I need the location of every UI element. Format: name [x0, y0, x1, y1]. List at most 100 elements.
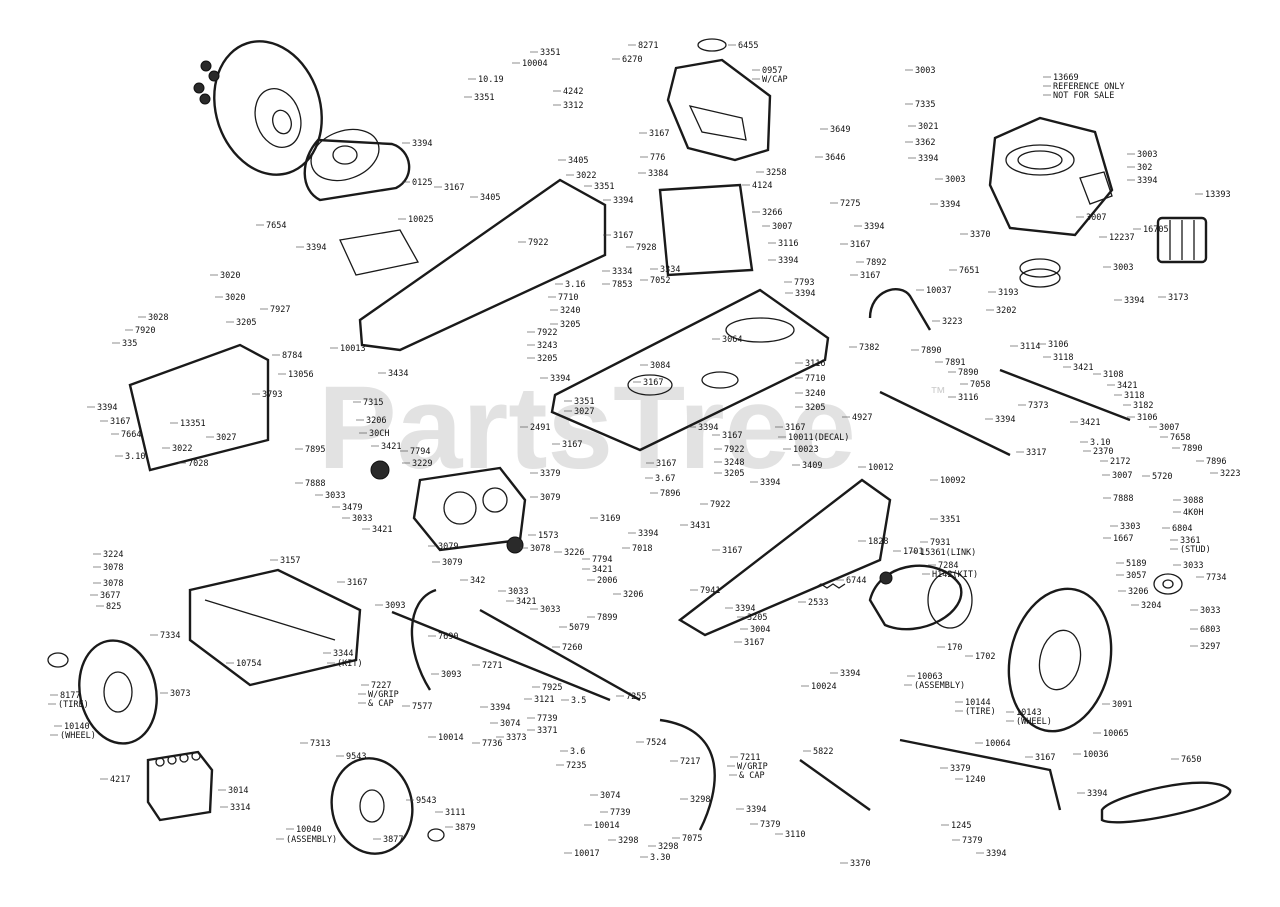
part-number-label: 5822	[813, 747, 833, 757]
part-number-label: 13393	[1205, 190, 1231, 200]
part-number-label: 7920	[135, 326, 155, 336]
part-number-label: 3405	[568, 156, 588, 166]
part-number-label: 3206	[366, 416, 386, 426]
part-number-label: 3167	[860, 271, 880, 281]
part-number-label: 3394	[1124, 296, 1144, 306]
part-number-label: 3205	[747, 613, 767, 623]
part-number-label: 7710	[805, 374, 825, 384]
part-number-label: 2370	[1093, 447, 1113, 457]
part-number-label: 7664	[121, 430, 141, 440]
part-number-label: 7890	[1182, 444, 1202, 454]
part-number-label: 3079	[442, 558, 462, 568]
part-number-label: 3243	[537, 341, 557, 351]
part-number-label: 10013	[340, 344, 366, 354]
part-number-label: 3370	[970, 230, 990, 240]
part-number-label: 3394	[918, 154, 938, 164]
part-number-label: 7255	[626, 692, 646, 702]
part-number-label: REFERENCE ONLY	[1053, 82, 1125, 92]
part-number-label: 3116	[958, 393, 978, 403]
part-number-label: 3344	[333, 649, 353, 659]
part-number-label: (WHEEL)	[1016, 717, 1052, 727]
part-number-label: 4927	[852, 413, 872, 423]
part-number-label: 10024	[811, 682, 837, 692]
steering-shaft	[879, 390, 1011, 457]
part-number-label: 3167	[656, 459, 676, 469]
part-number-label: 10144	[965, 698, 991, 708]
part-number-label: 7931	[930, 538, 950, 548]
part-number-label: 7379	[760, 820, 780, 830]
part-number-label: 3226	[564, 548, 584, 558]
part-number-label: 3167	[444, 183, 464, 193]
part-number-label: NOT FOR SALE	[1053, 91, 1114, 101]
part-number-label: 3027	[216, 433, 236, 443]
part-number-label: 4124	[752, 181, 772, 191]
part-number-label: 0957	[762, 66, 782, 76]
part-number-label: 3.5	[571, 696, 586, 706]
part-number-label: 13351	[180, 419, 206, 429]
part-number-label: 3167	[347, 578, 367, 588]
part-number-label: 3879	[455, 823, 475, 833]
part-number-label: 3202	[996, 306, 1016, 316]
part-number-label: 6270	[622, 55, 642, 65]
part-number-label: 3266	[762, 208, 782, 218]
part-number-label: (WHEEL)	[60, 731, 96, 741]
part-number-label: 3351	[574, 397, 594, 407]
part-number-label: & CAP	[739, 771, 765, 781]
part-number-label: 3033	[540, 605, 560, 615]
part-number-label: 7382	[859, 343, 879, 353]
spindle-pulley	[1153, 573, 1183, 595]
front-axle-frame	[188, 568, 362, 687]
part-number-label: 3078	[103, 563, 123, 573]
part-number-label: 12237	[1109, 233, 1135, 243]
part-number-label: 7235	[566, 761, 586, 771]
part-number-label: 10.19	[478, 75, 504, 85]
left-frame-rail	[358, 178, 607, 352]
part-number-label: 3167	[643, 378, 663, 388]
part-number-label: 3093	[385, 601, 405, 611]
part-number-label: 3394	[550, 374, 570, 384]
part-number-label: 3003	[915, 66, 935, 76]
part-number-label: 7052	[650, 276, 670, 286]
part-number-label: 3298	[618, 836, 638, 846]
part-number-label: 3167	[110, 417, 130, 427]
part-number-label: 3074	[500, 719, 520, 729]
rear-right-tire	[1007, 587, 1113, 733]
shift-rod	[479, 608, 641, 702]
part-number-label: 3088	[1183, 496, 1203, 506]
part-number-label: 3431	[690, 521, 710, 531]
part-number-label: 3394	[986, 849, 1006, 859]
part-number-label: 3091	[1112, 700, 1132, 710]
part-number-label: 3079	[540, 493, 560, 503]
fuel-tank	[666, 38, 772, 162]
frame-bracket	[339, 229, 420, 276]
part-number-label: 7313	[310, 739, 330, 749]
part-number-label: 3182	[1133, 401, 1153, 411]
part-number-label: 7896	[660, 489, 680, 499]
part-number-label: 3421	[1080, 418, 1100, 428]
part-number-label: 3079	[438, 542, 458, 552]
part-number-label: 7739	[610, 808, 630, 818]
part-number-label: 3394	[795, 289, 815, 299]
part-number-label: 3248	[724, 458, 744, 468]
part-number-label: 3351	[594, 182, 614, 192]
part-number-label: 3033	[325, 491, 345, 501]
part-number-label: 3379	[540, 469, 560, 479]
part-number-label: 7739	[537, 714, 557, 724]
steering-handle	[868, 288, 932, 331]
part-number-label: 7260	[562, 643, 582, 653]
part-number-label: 7892	[866, 258, 886, 268]
part-number-label: 10014	[594, 821, 620, 831]
part-number-label: 3003	[1113, 263, 1133, 273]
part-number-label: 3205	[236, 318, 256, 328]
part-number-label: 7941	[700, 586, 720, 596]
part-number-label: 9543	[346, 752, 366, 762]
part-number-label: 10023	[793, 445, 819, 455]
part-number-label: 5720	[1152, 472, 1172, 482]
part-number-label: 3.30	[650, 853, 670, 863]
part-number-label: 3116	[805, 359, 825, 369]
battery	[146, 750, 214, 822]
part-number-label: 776	[650, 153, 665, 163]
part-number-label: 3371	[537, 726, 557, 736]
part-number-label: (TIRE)	[58, 700, 89, 710]
part-number-label: 7284	[938, 561, 958, 571]
